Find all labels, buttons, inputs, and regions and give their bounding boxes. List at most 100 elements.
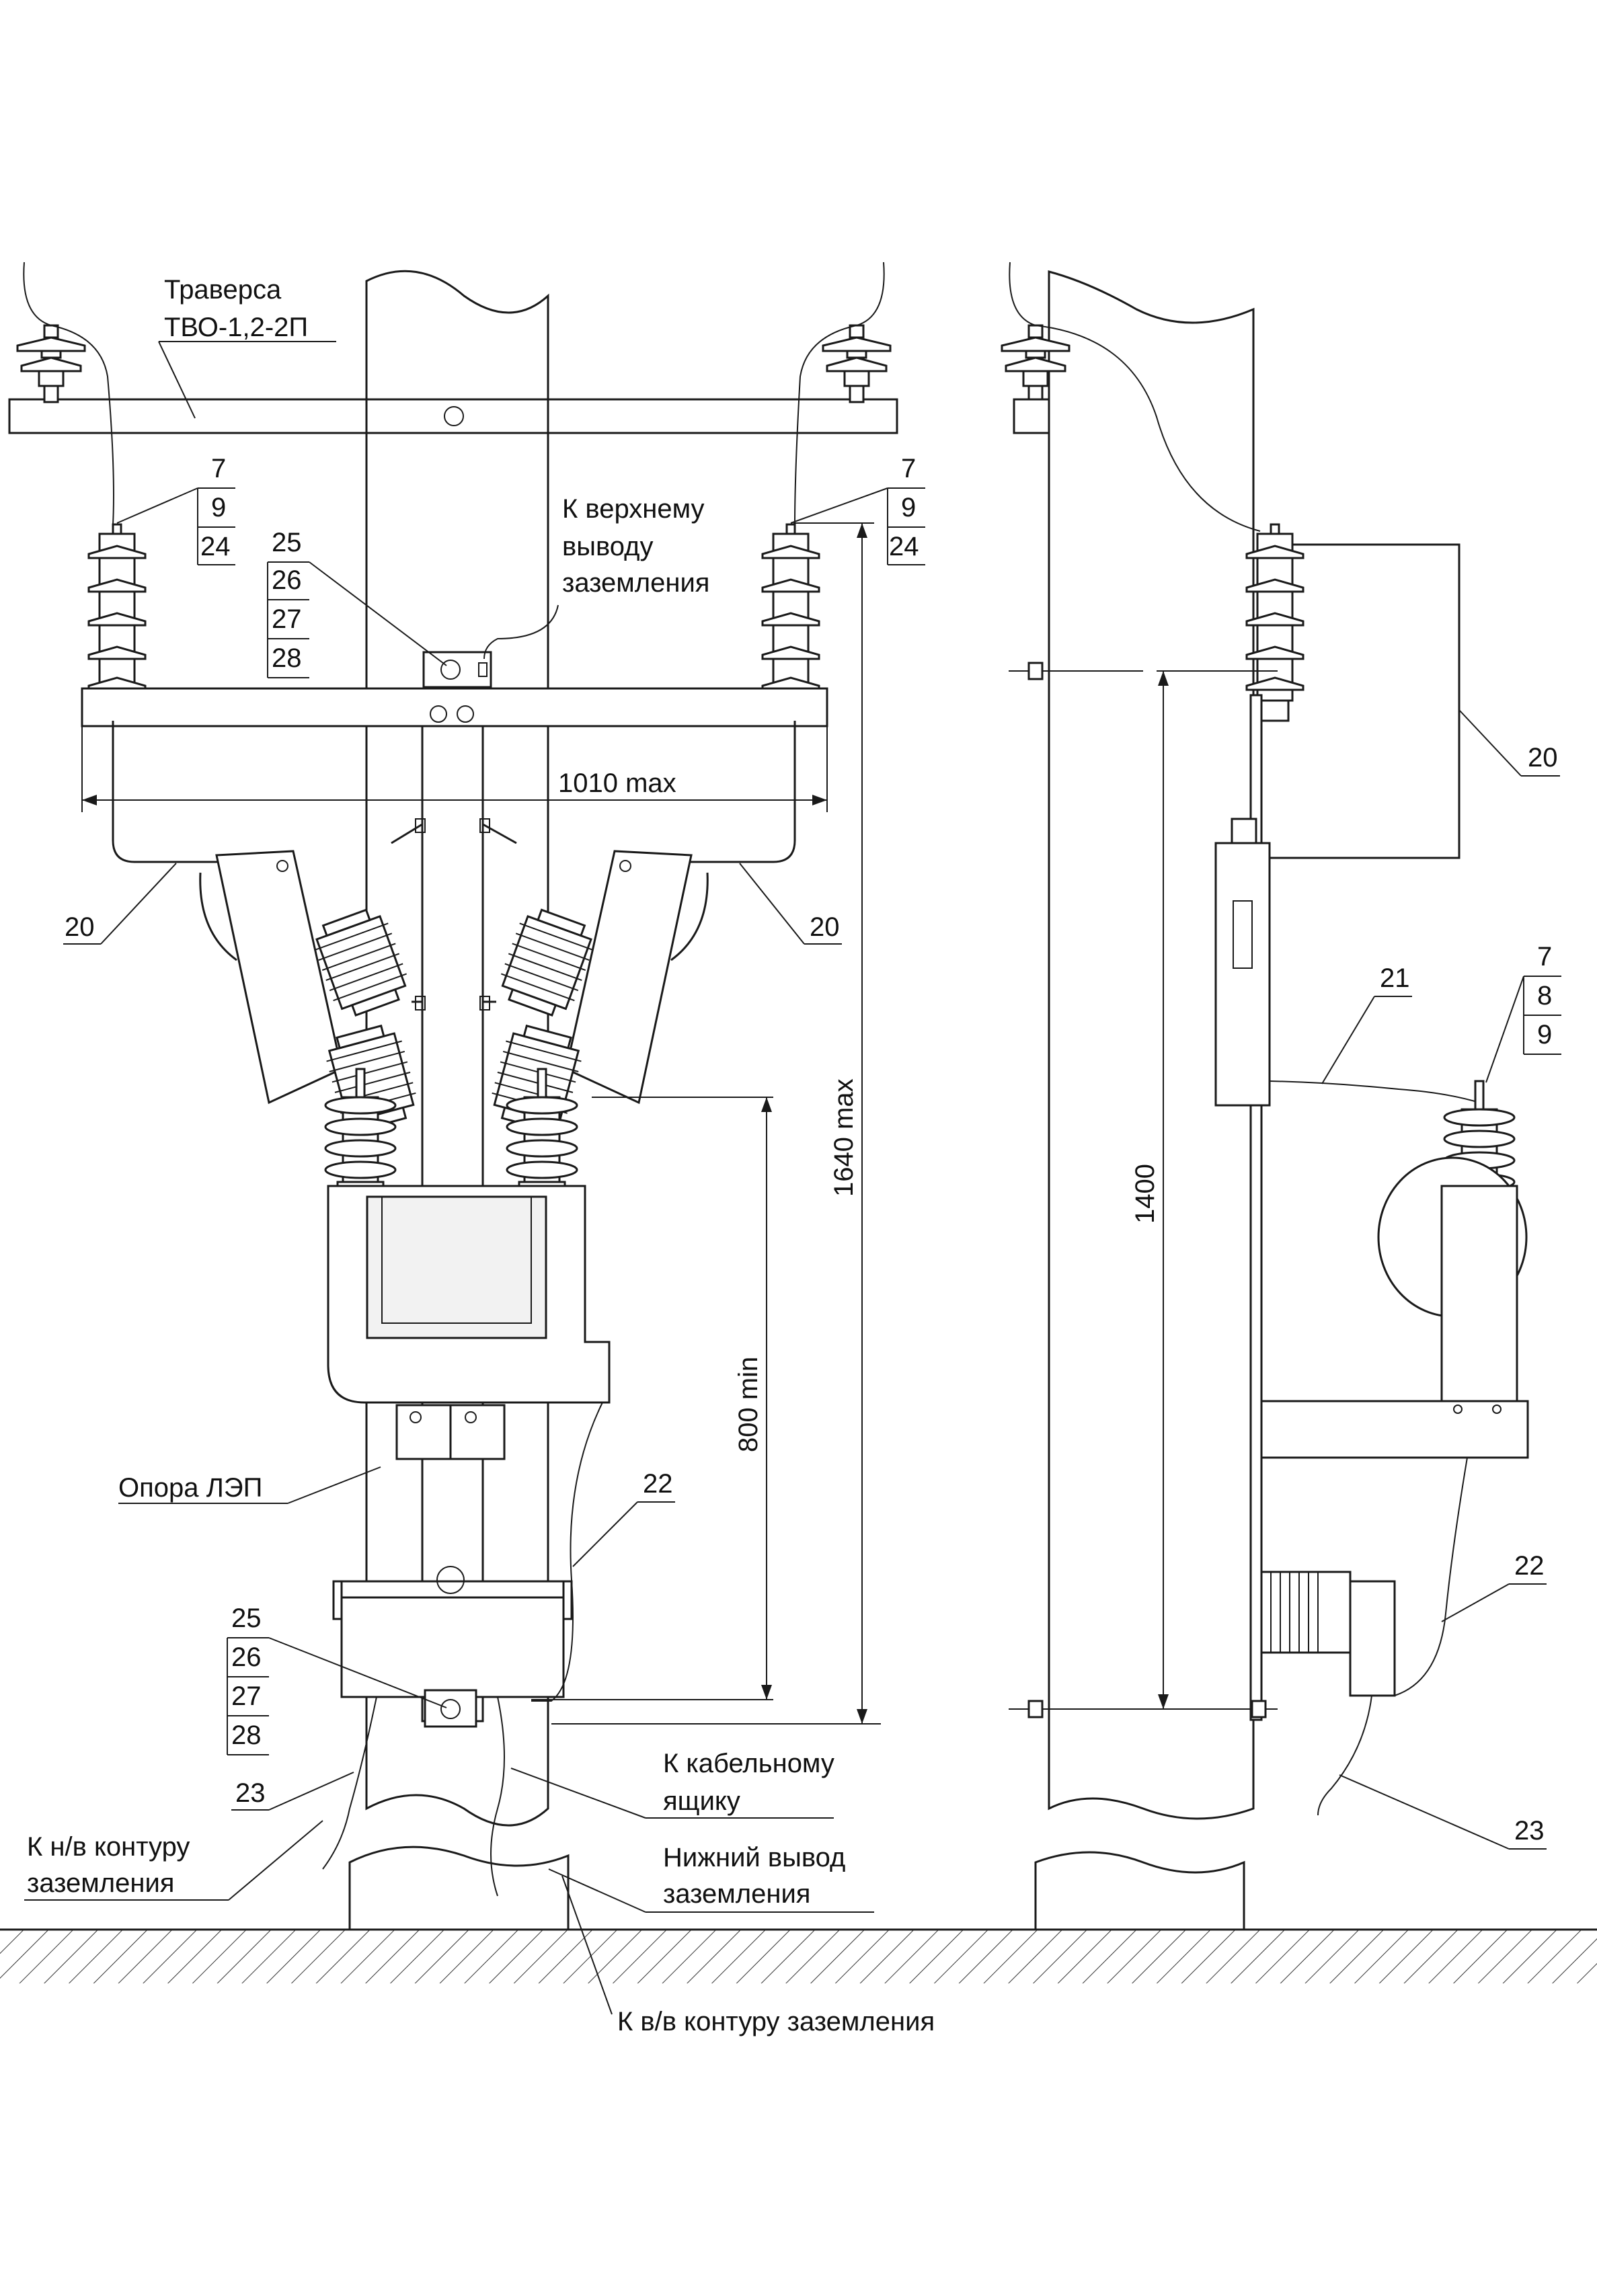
label-lv-ground: К н/в контуру заземления <box>24 1820 323 1901</box>
stack-left-1: 9 <box>211 493 226 522</box>
lower-bolt-0: 25 <box>231 1604 262 1633</box>
lower-bolt-1: 26 <box>231 1642 262 1672</box>
stack-left-0: 7 <box>211 454 226 483</box>
cable-box <box>332 1566 573 1698</box>
lower-ground-line1: Нижний вывод <box>663 1843 845 1872</box>
dim-1010-text: 1010 max <box>558 768 676 798</box>
traverse-side <box>1013 398 1050 434</box>
p20-left: 20 <box>65 912 95 942</box>
wire-right <box>794 262 885 525</box>
side-stack-1: 8 <box>1537 981 1552 1011</box>
jumper-20-side <box>1264 543 1460 859</box>
side-view <box>1001 262 1529 1931</box>
traverse-title: Траверса <box>164 275 282 305</box>
hv-ground-label: К в/в контуру заземления <box>617 2007 935 2036</box>
cable-box-line2: ящику <box>663 1786 740 1816</box>
pole-side <box>1034 270 1255 1931</box>
p22-front: 22 <box>643 1469 673 1499</box>
p20-right: 20 <box>810 912 840 942</box>
label-upper-ground: К верхнему выводу заземления <box>483 494 709 660</box>
stack-lower-bolt: 25 26 27 28 <box>227 1604 447 1755</box>
side-stack-0: 7 <box>1537 942 1552 972</box>
fuse-disconnector-right <box>479 818 709 1136</box>
lower-bolt-2: 27 <box>231 1681 262 1711</box>
pin-insulator-right <box>822 324 892 403</box>
upper-bolt-0: 25 <box>272 528 302 557</box>
dimension-height-max: 1640 max <box>551 522 881 1725</box>
callout-22-side: 22 <box>1441 1551 1547 1622</box>
traverse-tvo <box>8 398 898 434</box>
ground <box>0 1928 1597 1983</box>
front-view <box>8 262 898 1931</box>
dimension-side-height: 1400 <box>1130 670 1278 1709</box>
side-bracket <box>1214 694 1271 1721</box>
cable-box-line1: К кабельному <box>663 1749 834 1778</box>
upper-bolt-3: 28 <box>272 643 302 673</box>
stack-right-1: 9 <box>901 493 916 522</box>
lead-22-front <box>531 1402 603 1702</box>
stack-right-0: 7 <box>901 454 916 483</box>
wire-side <box>1009 262 1261 532</box>
stack-left-7-9-24: 7 9 24 <box>116 454 235 565</box>
lower-bolt-3: 28 <box>231 1720 262 1750</box>
dim-800-text: 800 min <box>734 1357 763 1452</box>
lead-cable-box <box>490 1696 505 1897</box>
p23-side: 23 <box>1514 1816 1545 1846</box>
callout-20-side: 20 <box>1458 709 1560 777</box>
callout-22-front: 22 <box>572 1469 675 1567</box>
traverse-model: ТВО-1,2-2П <box>164 313 308 342</box>
callout-23-side: 23 <box>1339 1774 1547 1850</box>
lead-22-side <box>1394 1457 1468 1696</box>
pole-label: Опора ЛЭП <box>118 1473 262 1503</box>
callout-23-front: 23 <box>231 1772 354 1811</box>
label-hv-ground: К в/в контуру заземления <box>561 1875 935 2036</box>
label-pole: Опора ЛЭП <box>118 1466 381 1504</box>
upper-bolt-2: 27 <box>272 604 302 634</box>
callout-20-left: 20 <box>63 863 177 945</box>
upper-ground-line1: К верхнему <box>562 494 705 524</box>
upper-ground-line2: выводу <box>562 532 654 561</box>
cross-beam <box>81 687 828 727</box>
surge-arrester-side <box>1245 523 1304 722</box>
stack-upper-bolt: 25 26 27 28 <box>267 528 447 678</box>
lead-21 <box>1269 1080 1480 1103</box>
fuse-disconnector-left <box>199 818 426 1136</box>
upper-ground-plate <box>422 651 492 688</box>
lv-ground-line2: заземления <box>27 1868 174 1898</box>
label-cable-box: К кабельному ящику <box>510 1749 834 1819</box>
dimension-width-max: 1010 max <box>81 726 828 812</box>
dim-1400-text: 1400 <box>1130 1164 1160 1224</box>
label-traverse: Траверса ТВО-1,2-2П <box>158 275 336 419</box>
lead-23-side <box>1317 1695 1372 1816</box>
wire-left <box>23 262 114 525</box>
callout-21: 21 <box>1321 963 1412 1084</box>
jumper-20-right <box>639 721 796 863</box>
transformer-mount <box>395 1404 506 1460</box>
p21: 21 <box>1380 963 1410 993</box>
upper-bolt-1: 26 <box>272 565 302 595</box>
transformer-side <box>1260 1080 1529 1459</box>
lower-ground-bolt <box>424 1689 477 1728</box>
side-bolts <box>1009 662 1278 1718</box>
stack-side-7-8-9: 7 8 9 <box>1485 942 1561 1083</box>
jumper-20-left <box>112 721 276 863</box>
lower-ground-line2: заземления <box>663 1879 810 1909</box>
dim-1640-text: 1640 max <box>829 1078 859 1197</box>
p23-front: 23 <box>235 1778 266 1808</box>
p22-side: 22 <box>1514 1551 1545 1581</box>
p20-side: 20 <box>1528 743 1558 773</box>
side-stack-2: 9 <box>1537 1020 1552 1050</box>
upper-ground-line3: заземления <box>562 568 709 598</box>
lv-ground-line1: К н/в контуру <box>27 1832 190 1862</box>
dimension-min-clearance: 800 min <box>531 1097 773 1700</box>
stack-right-7-9-24: 7 9 24 <box>790 454 925 565</box>
callout-20-right: 20 <box>739 863 842 945</box>
transformer-body <box>327 1185 611 1404</box>
stack-right-2: 24 <box>889 532 919 561</box>
lead-23-front <box>322 1696 377 1870</box>
cable-box-side <box>1260 1571 1396 1697</box>
pin-insulator-left <box>16 324 86 403</box>
stack-left-2: 24 <box>200 532 231 561</box>
label-lower-ground: Нижний вывод заземления <box>548 1843 874 1913</box>
